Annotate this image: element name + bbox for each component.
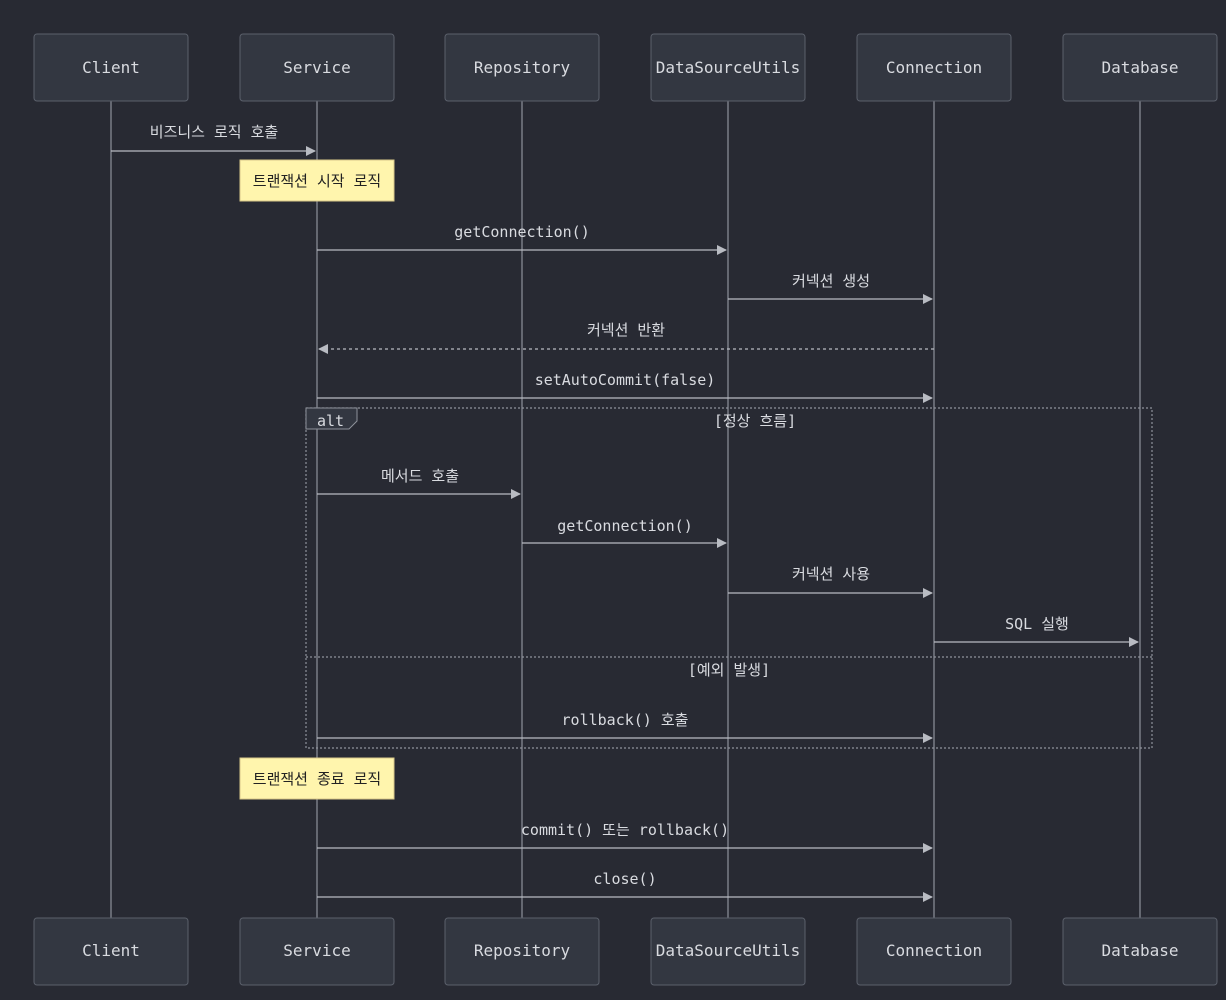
participant-label: DataSourceUtils [656,941,801,960]
participant-database-bottom[interactable]: Database [1062,917,1218,986]
message-commit-or-rollback: commit() 또는 rollback() [317,821,933,853]
participant-label: DataSourceUtils [656,58,801,77]
participant-label: Database [1101,941,1178,960]
alt-condition-exception: [예외 발생] [688,661,770,679]
participant-database-top[interactable]: Database [1062,33,1218,102]
participant-repository-bottom[interactable]: Repository [444,917,600,986]
message-label: 커넥션 사용 [792,565,870,583]
participant-label: Connection [886,58,982,77]
participant-datasourceutils-top[interactable]: DataSourceUtils [650,33,806,102]
message-label: commit() 또는 rollback() [521,821,729,839]
participant-label: Repository [474,941,571,960]
message-create-connection: 커넥션 생성 [728,272,933,304]
participant-client-top[interactable]: Client [33,33,189,102]
participant-label: Repository [474,58,571,77]
message-business-logic-call: 비즈니스 로직 호출 [111,123,316,156]
note-transaction-start: 트랜잭션 시작 로직 [239,159,395,202]
participant-datasourceutils-bottom[interactable]: DataSourceUtils [650,917,806,986]
message-get-connection-2: getConnection() [522,517,727,548]
participant-label: Client [82,941,140,960]
participant-repository-top[interactable]: Repository [444,33,600,102]
participant-label: Service [283,941,350,960]
alt-frame [305,407,1153,749]
alt-label: alt [317,412,344,430]
message-use-connection: 커넥션 사용 [728,565,933,598]
participant-label: Service [283,58,350,77]
message-execute-sql: SQL 실행 [934,615,1139,647]
message-label: 비즈니스 로직 호출 [150,123,278,141]
note-transaction-end: 트랜잭션 종료 로직 [239,757,395,800]
message-label: close() [593,870,656,888]
message-label: 커넥션 생성 [792,272,870,290]
participant-service-bottom[interactable]: Service [239,917,395,986]
alt-tab [305,407,358,430]
participant-label: Connection [886,941,982,960]
messages: 비즈니스 로직 호출 getConnection() 커넥션 생성 커넥션 반환… [111,123,1139,902]
message-label: getConnection() [454,223,589,241]
message-method-call: 메서드 호출 [317,467,521,499]
note-text: 트랜잭션 종료 로직 [253,770,381,788]
notes: 트랜잭션 시작 로직 트랜잭션 종료 로직 [239,159,395,800]
message-label: 커넥션 반환 [587,321,665,339]
message-label: getConnection() [557,517,692,535]
participant-service-top[interactable]: Service [239,33,395,102]
alt-fragment: alt [정상 흐름] [예외 발생] [305,407,1153,749]
message-label: 메서드 호출 [381,467,459,485]
participants-bottom: Client Service Repository DataSourceUtil… [33,917,1218,986]
participant-client-bottom[interactable]: Client [33,917,189,986]
participant-connection-bottom[interactable]: Connection [856,917,1012,986]
alt-condition-normal: [정상 흐름] [714,412,796,430]
message-get-connection-1: getConnection() [317,223,727,255]
participant-label: Database [1101,58,1178,77]
message-close: close() [317,870,933,902]
message-return-connection: 커넥션 반환 [318,321,934,354]
lifelines [110,101,1141,918]
participant-connection-top[interactable]: Connection [856,33,1012,102]
message-label: rollback() 호출 [562,711,689,729]
message-label: setAutoCommit(false) [535,371,716,389]
message-rollback-call: rollback() 호출 [317,711,933,743]
note-text: 트랜잭션 시작 로직 [253,172,381,190]
participants-top: Client Service Repository DataSourceUtil… [33,33,1218,102]
message-set-auto-commit: setAutoCommit(false) [317,371,933,403]
message-label: SQL 실행 [1005,615,1069,633]
participant-label: Client [82,58,140,77]
